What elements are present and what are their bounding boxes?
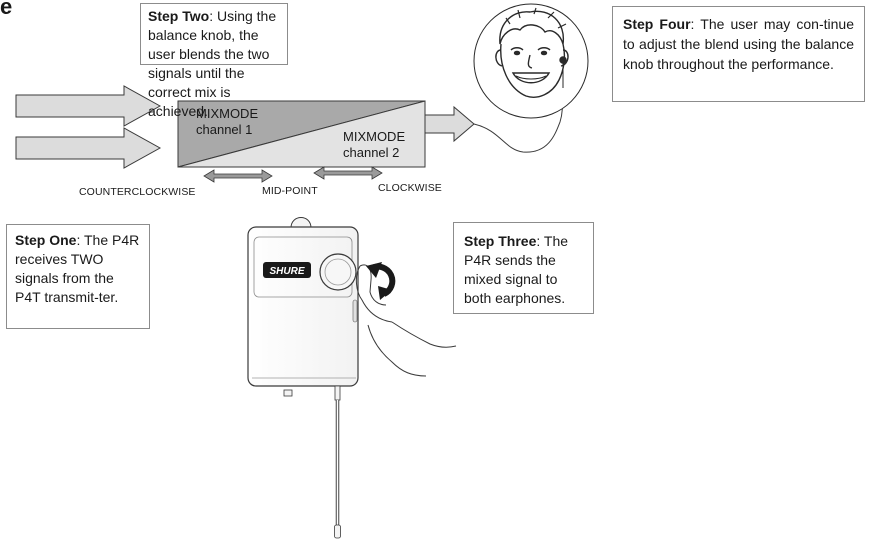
channel-2-label: MIXMODE channel 2 xyxy=(343,129,406,160)
receiver-device: SHURE xyxy=(247,217,359,539)
step-one-title: Step One xyxy=(15,232,77,248)
clockwise-label: CLOCKWISE xyxy=(378,182,442,194)
mixmode-box xyxy=(177,100,426,168)
step-three-title: Step Three xyxy=(464,233,537,249)
double-arrow-icon xyxy=(203,166,383,183)
user-face-illustration xyxy=(473,3,589,119)
step-one-callout: Step One: The P4R receives TWO signals f… xyxy=(6,224,150,329)
step-two-text: : Using the balance knob, the user blend… xyxy=(148,8,277,119)
input-arrow-icon xyxy=(15,85,162,169)
brand-logo: SHURE xyxy=(269,266,304,277)
step-four-callout: Step Four: The user may con-tinue to adj… xyxy=(612,6,865,102)
midpoint-label: MID-POINT xyxy=(262,185,318,197)
step-two-callout-final: Step Two: Using the balance knob, the us… xyxy=(140,3,288,119)
step-three-callout: Step Three: The P4R sends the mixed sign… xyxy=(453,222,594,314)
step-four-title: Step Four xyxy=(623,16,691,32)
thumb-illustration xyxy=(355,264,457,377)
header-fragment: e xyxy=(0,0,13,19)
counterclockwise-label: COUNTERCLOCKWISE xyxy=(79,186,196,198)
output-arrow-icon xyxy=(424,105,475,143)
channel-1-label: MIXMODE channel 1 xyxy=(196,106,259,137)
rotate-arrow-icon xyxy=(366,262,396,300)
step-one-text: : The P4R receives TWO signals from the … xyxy=(15,232,140,305)
channel-2-region xyxy=(177,100,426,168)
step-three-text: : The P4R sends the mixed signal to both… xyxy=(464,233,569,306)
step-four-text: : The user may con-tinue to adjust the b… xyxy=(623,16,854,72)
step-two-title: Step Two xyxy=(148,8,210,24)
